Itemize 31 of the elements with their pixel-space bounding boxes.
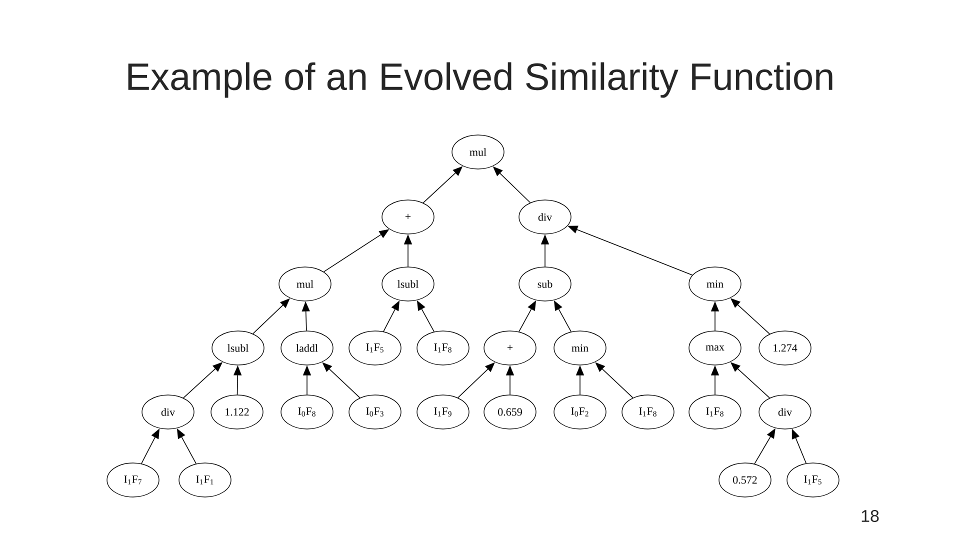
ellipse-node: I$_{1}$F$_{7}$ — [106, 462, 160, 498]
page-number: 18 — [862, 510, 879, 522]
ellipse-node: I$_{0}$F$_{8}$ — [280, 394, 334, 430]
ellipse-node: I$_{0}$F$_{3}$ — [348, 394, 402, 430]
ellipse-node: 0.572 — [718, 462, 772, 498]
ellipse-node: I$_{1}$F$_{5}$ — [786, 462, 840, 498]
ellipse-node: 1.274 — [758, 330, 812, 366]
ellipse-node: 1.122 — [210, 394, 264, 430]
ellipse-node: max — [688, 330, 742, 366]
ellipse-node: I$_{1}$F$_{8}$ — [416, 330, 470, 366]
slide-title: Example of an Evolved Similarity Function — [128, 62, 832, 98]
ellipse-node: mul — [452, 134, 504, 170]
ellipse-node: lsubl — [382, 266, 434, 302]
ellipse-node: div — [758, 394, 812, 430]
ellipse-node: + — [382, 200, 434, 234]
ellipse-node: I$_{1}$F$_{8}$ — [622, 394, 674, 430]
ellipse-node: mul — [278, 266, 332, 302]
ellipse-node: laddl — [280, 330, 334, 366]
ellipse-node: 0.659 — [484, 394, 536, 430]
ellipse-node: div — [142, 394, 194, 430]
ellipse-node: I$_{1}$F$_{1}$ — [178, 462, 232, 498]
ellipse-node: I$_{0}$F$_{2}$ — [554, 394, 606, 430]
ellipse-node: lsubl — [212, 330, 264, 366]
ellipse-node: + — [484, 330, 536, 366]
ellipse-node: I$_{1}$F$_{5}$ — [348, 330, 402, 366]
ellipse-node: min — [554, 330, 606, 366]
ellipse-node: min — [688, 266, 742, 302]
ellipse-node: I$_{1}$F$_{9}$ — [416, 394, 470, 430]
ellipse-node: div — [518, 200, 572, 234]
ellipse-node: sub — [518, 266, 572, 302]
ellipse-node: I$_{1}$F$_{8}$ — [688, 394, 742, 430]
